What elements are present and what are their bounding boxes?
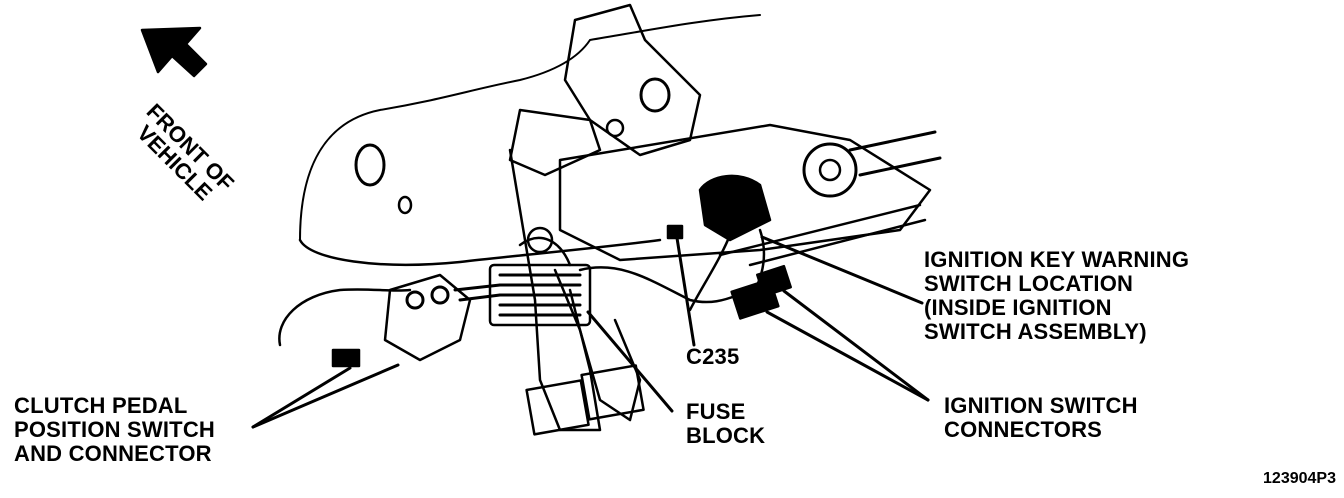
- pedal-arm-2: [553, 268, 642, 422]
- label-line: IGNITION SWITCH: [944, 393, 1138, 418]
- pedal-arm-1: [508, 148, 602, 432]
- bracket-hole: [639, 77, 671, 113]
- fuse-block-relay: [526, 226, 554, 254]
- lock-center: [818, 158, 842, 182]
- label-line: FUSE: [686, 399, 746, 424]
- label-line: BLOCK: [686, 423, 766, 448]
- fuse-block-wires: [518, 236, 740, 304]
- ignition-connector-2: [756, 264, 792, 298]
- leader-ignition-key: [760, 235, 924, 305]
- dash-panel-edge: [298, 238, 662, 266]
- c235-label: C235: [686, 345, 739, 369]
- leader-c235: [675, 236, 696, 347]
- panel-hole-2: [397, 195, 413, 215]
- bracket-bolt-1: [405, 290, 425, 310]
- front-arrow-icon: [140, 26, 208, 78]
- panel-hole: [354, 143, 386, 187]
- fuse-block-label: FUSE BLOCK: [686, 400, 765, 448]
- label-line: SWITCH ASSEMBLY): [924, 319, 1147, 344]
- pedal-pad-2: [580, 364, 645, 421]
- leader-clutch-2: [251, 363, 400, 429]
- leader-ign-conn-1: [782, 289, 930, 402]
- c235-connector: [666, 224, 684, 240]
- bracket-bolt-2: [430, 285, 450, 305]
- column-bracket: [563, 3, 702, 157]
- ignition-lock-cylinder: [802, 142, 858, 198]
- bracket-arm: [508, 108, 602, 177]
- label-line: AND CONNECTOR: [14, 441, 212, 466]
- label-line: CLUTCH PEDAL: [14, 393, 188, 418]
- leader-ign-conn-2: [765, 310, 930, 402]
- bracket-hole-2: [605, 118, 625, 138]
- label-line: C235: [686, 344, 740, 369]
- clutch-bracket: [383, 273, 472, 362]
- fuse-block-slots: [498, 273, 582, 317]
- clutch-switch-connector: [331, 348, 361, 368]
- clutch-pedal-label: CLUTCH PEDAL POSITION SWITCH AND CONNECT…: [14, 394, 215, 466]
- leader-fuse-block: [586, 310, 674, 413]
- label-line: IGNITION KEY WARNING: [924, 247, 1190, 272]
- label-line: SWITCH LOCATION: [924, 271, 1134, 296]
- steering-column: [558, 123, 932, 262]
- ignition-switch-body: [698, 174, 772, 242]
- dash-panel-outline: [299, 14, 761, 241]
- clutch-switch-harness: [278, 288, 412, 347]
- pedal-pad-1: [525, 379, 590, 436]
- label-line: CONNECTORS: [944, 417, 1103, 442]
- adjuster-rod: [453, 283, 502, 302]
- leader-clutch-1: [251, 366, 352, 429]
- figure-id: 123904P3: [1263, 470, 1336, 487]
- column-lower-rail: [718, 203, 927, 267]
- ignition-key-warning-label: IGNITION KEY WARNING SWITCH LOCATION (IN…: [924, 248, 1189, 344]
- ignition-switch-connectors-label: IGNITION SWITCH CONNECTORS: [944, 394, 1138, 442]
- label-line: POSITION SWITCH: [14, 417, 215, 442]
- column-shaft: [848, 130, 942, 177]
- label-line: (INSIDE IGNITION: [924, 295, 1112, 320]
